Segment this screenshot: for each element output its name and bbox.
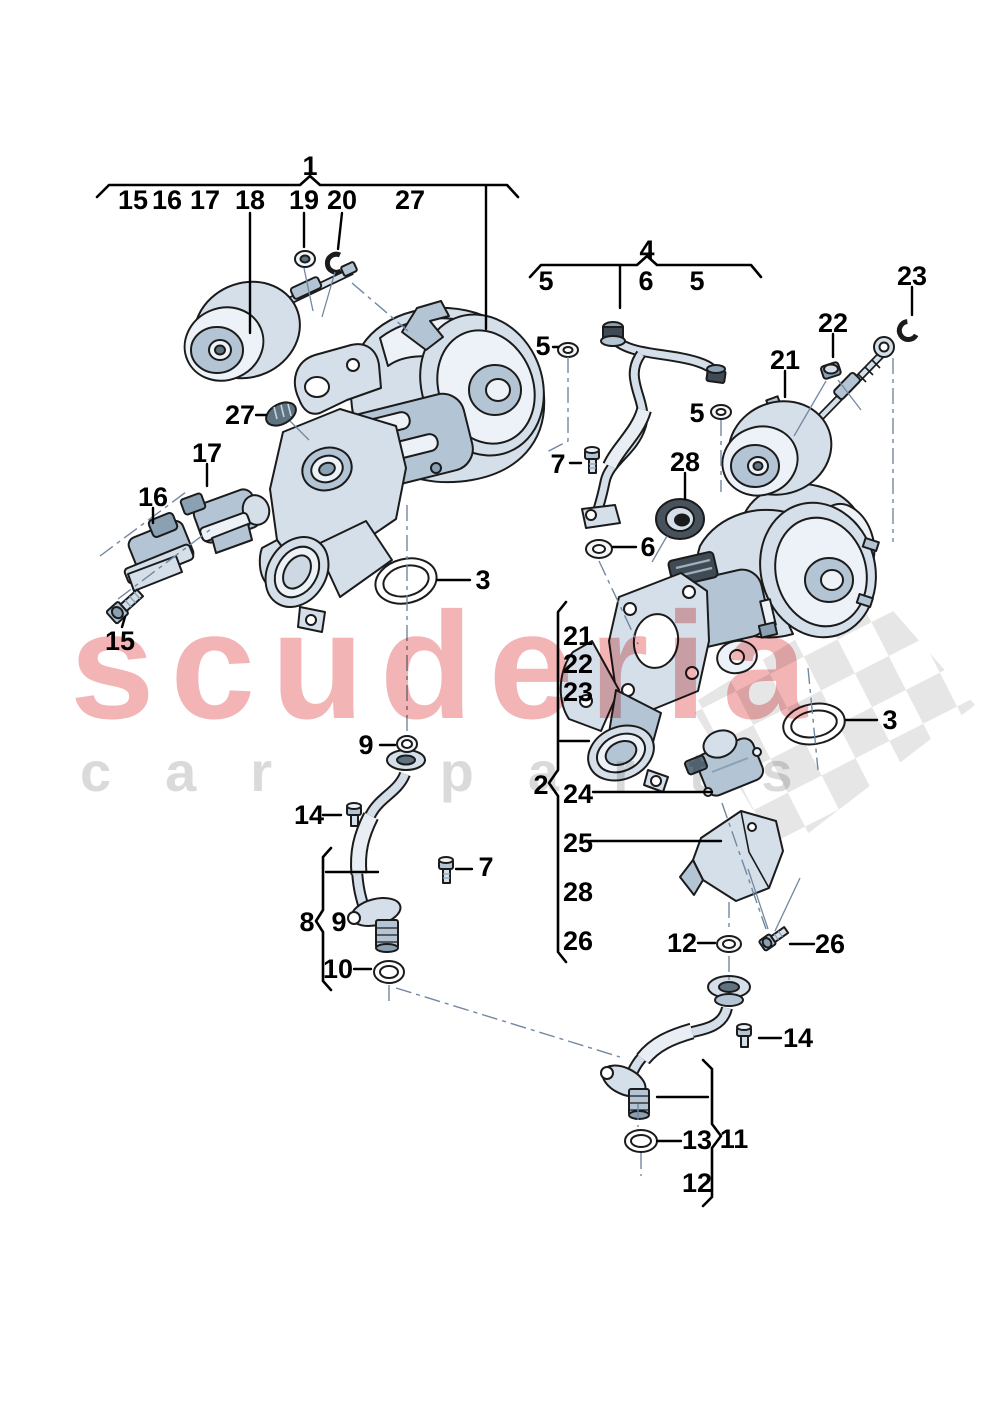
washer-6 — [585, 539, 613, 559]
callout-group-4: 4 — [639, 235, 654, 265]
wastegate-arm-left — [401, 300, 450, 351]
callout-22: 22 — [818, 308, 848, 338]
callout-6-group: 6 — [638, 266, 653, 296]
callout-14-right: 14 — [783, 1023, 813, 1053]
coolant-pipe — [581, 321, 727, 529]
o-ring-10 — [373, 960, 405, 984]
bolt-15 — [105, 588, 145, 625]
callout-7-coolant: 7 — [550, 449, 565, 479]
callout-5-group-left: 5 — [538, 266, 553, 296]
washer-12 — [716, 935, 742, 953]
callout-26-bolt: 26 — [815, 929, 845, 959]
o-ring-3-right — [782, 702, 846, 746]
callout-21-grouped: 21 — [563, 621, 593, 651]
solenoid-valve-16 — [123, 511, 195, 592]
callout-3-left: 3 — [475, 565, 490, 595]
nut-22 — [820, 361, 842, 380]
solenoid-valve-17 — [179, 488, 271, 554]
seal-27 — [265, 401, 297, 427]
group-brackets — [95, 174, 763, 1208]
oil-pipe-right — [600, 975, 751, 1120]
callout-12-washer: 12 — [667, 928, 697, 958]
callout-24: 24 — [563, 779, 593, 809]
callout-28-grommet: 28 — [670, 447, 700, 477]
callout-group-1: 1 — [302, 151, 317, 181]
bolt-14-left — [346, 802, 362, 827]
o-ring-13 — [624, 1129, 658, 1153]
callout-20: 20 — [327, 185, 357, 215]
washer-19 — [294, 250, 316, 268]
callout-17-group: 17 — [190, 185, 220, 215]
callout-3-right: 3 — [882, 705, 897, 735]
callout-27-group: 27 — [395, 185, 425, 215]
e-clip-20 — [324, 251, 343, 275]
bolt-14-right — [736, 1023, 752, 1048]
valve-24 — [684, 729, 765, 797]
bolt-26 — [758, 926, 790, 952]
construction-lines — [99, 267, 894, 1176]
callout-23: 23 — [897, 261, 927, 291]
grommet-28 — [655, 498, 705, 540]
callout-9-washer: 9 — [358, 730, 373, 760]
washer-5-top — [557, 342, 579, 358]
wastegate-actuator-left — [183, 261, 358, 382]
callout-23-grouped: 23 — [563, 677, 593, 707]
heat-shield-25 — [679, 810, 784, 902]
callout-17-valve: 17 — [192, 438, 222, 468]
o-ring-3-left — [374, 557, 438, 605]
bolt-7-oil — [438, 856, 454, 884]
callout-group-8: 8 — [299, 907, 314, 937]
callout-16-group: 16 — [152, 185, 182, 215]
bracket-2-labels: 21 22 23 24 25 28 26 — [563, 621, 593, 956]
callout-6-washer: 6 — [640, 532, 655, 562]
callout-19: 19 — [289, 185, 319, 215]
callout-26-grouped: 26 — [563, 926, 593, 956]
callout-21: 21 — [770, 345, 800, 375]
callout-18: 18 — [235, 185, 265, 215]
leader-lines — [120, 184, 914, 1143]
callout-5-washer-top: 5 — [535, 331, 550, 361]
callout-labels: 1 15 16 17 18 19 20 27 4 5 6 5 5 22 21 2… — [105, 151, 927, 1198]
washer-5-mid — [710, 404, 732, 420]
oil-return-pipe-left — [347, 749, 426, 953]
callout-15-group: 15 — [118, 185, 148, 215]
callout-13-oring: 13 — [682, 1125, 712, 1155]
e-clip-23 — [896, 319, 919, 342]
callout-5-group-right: 5 — [689, 266, 704, 296]
callout-group-2: 2 — [533, 770, 548, 800]
callout-25: 25 — [563, 828, 593, 858]
callout-group-11: 11 — [720, 1124, 749, 1154]
callout-14-left: 14 — [294, 800, 324, 830]
callout-15-bolt: 15 — [105, 626, 135, 656]
callout-27-seal: 27 — [225, 400, 255, 430]
callout-10-oring: 10 — [323, 954, 353, 984]
callout-22-grouped: 22 — [563, 649, 593, 679]
callout-5-washer-mid: 5 — [689, 398, 704, 428]
callout-28-grouped: 28 — [563, 877, 593, 907]
turbocharger-left — [258, 300, 546, 633]
turbocharger-right — [559, 482, 880, 793]
callout-group-9: 9 — [331, 907, 346, 937]
bolt-7-coolant — [584, 446, 600, 474]
callout-16-valve: 16 — [138, 482, 168, 512]
callout-7-oil: 7 — [478, 852, 493, 882]
wastegate-actuator-right — [721, 336, 895, 497]
washer-9 — [396, 735, 418, 753]
callout-group-12: 12 — [682, 1168, 712, 1198]
